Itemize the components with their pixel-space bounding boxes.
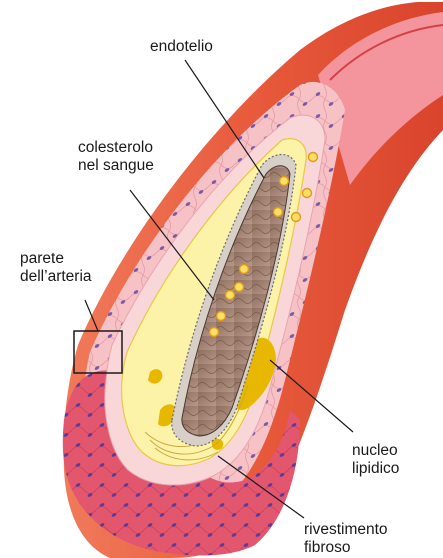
label-endotelio: endotelio xyxy=(150,38,213,56)
label-nucleo: nucleo lipidico xyxy=(352,442,399,478)
label-parete: parete dell’arteria xyxy=(20,250,92,286)
label-colesterolo: colesterolo nel sangue xyxy=(78,139,154,175)
label-rivestimento: rivestimento fibroso xyxy=(304,521,388,557)
